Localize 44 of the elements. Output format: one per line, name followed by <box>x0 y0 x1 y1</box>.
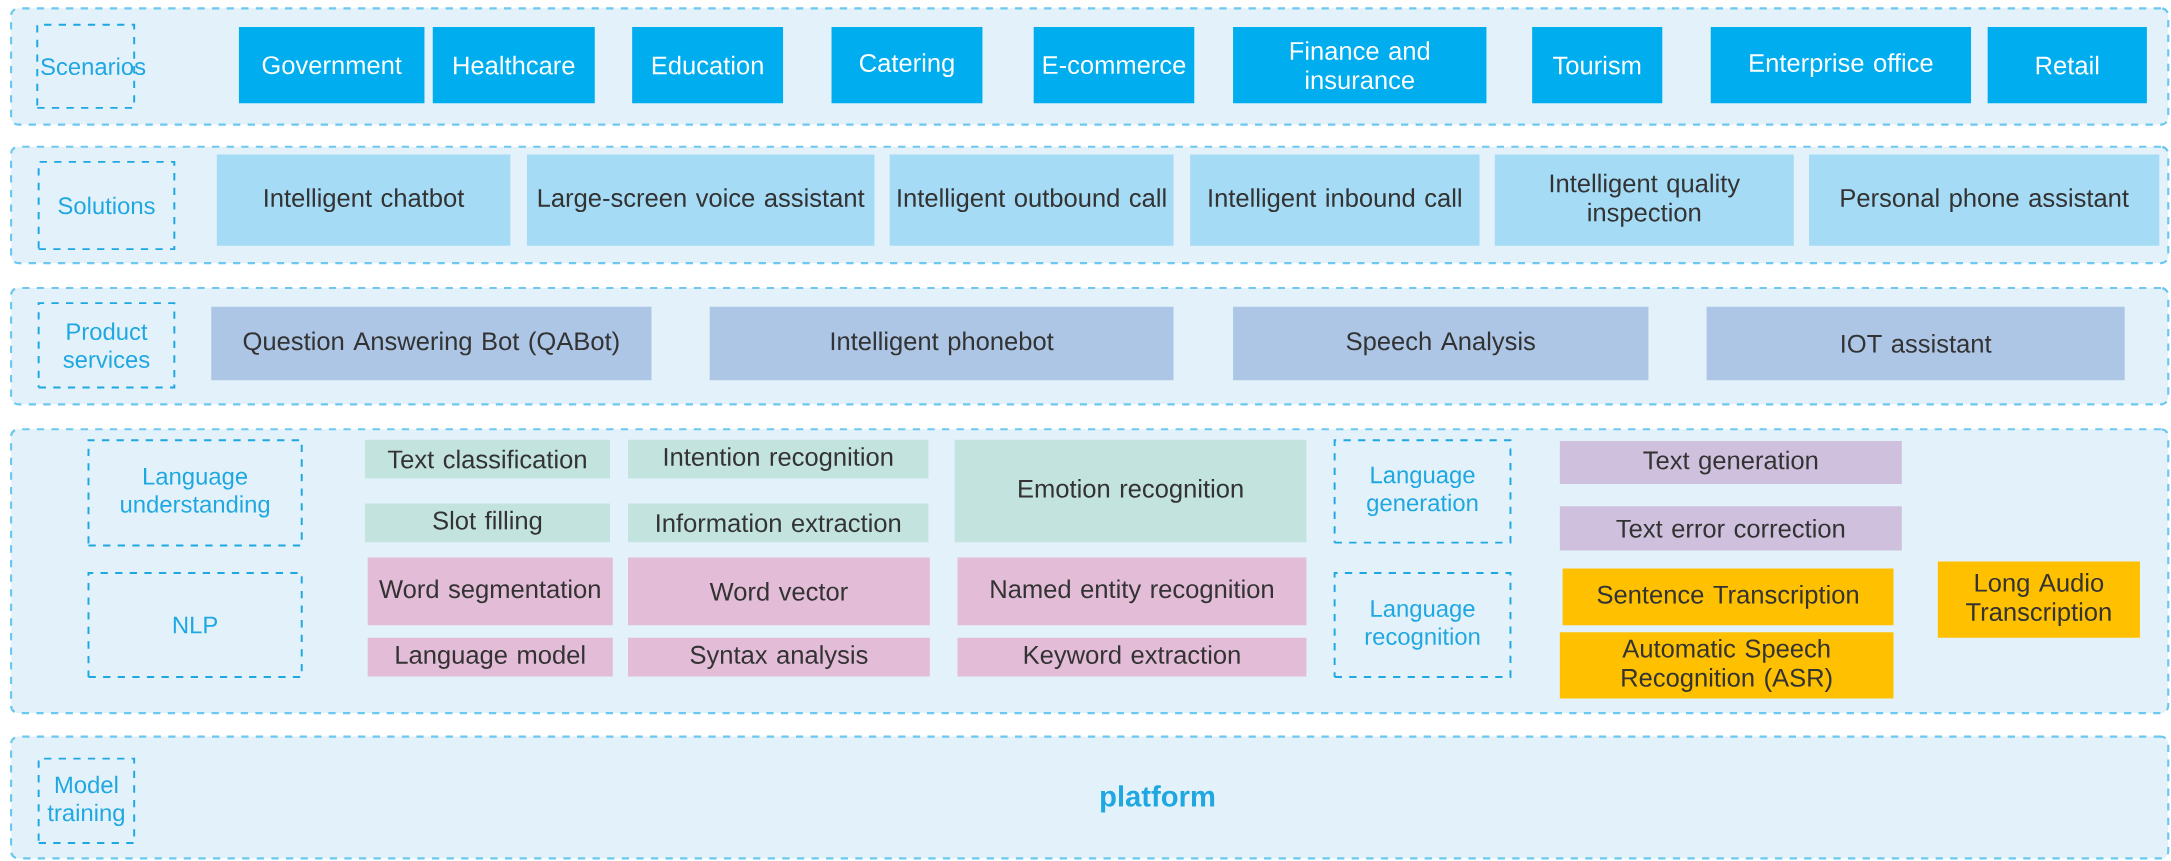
category-label-box: NLP <box>87 572 303 678</box>
solution-box: Intelligent outbound call <box>889 154 1174 246</box>
capability-box: Slot filling <box>364 503 610 543</box>
scenario-box: Finance and insurance <box>1233 27 1487 104</box>
capability-box: Syntax analysis <box>628 637 930 677</box>
solution-box: Personal phone assistant <box>1809 154 2160 246</box>
category-label-box: Model training <box>37 757 136 844</box>
service-box: IOT assistant <box>1706 306 2125 381</box>
platform-label: platform <box>1101 785 1215 813</box>
category-label-box: Language generation <box>1333 439 1512 544</box>
category-label-box: Solutions <box>37 160 176 250</box>
scenario-box: Education <box>632 27 784 104</box>
category-label-box: Language understanding <box>87 439 303 547</box>
capability-box: Keyword extraction <box>957 637 1307 677</box>
capability-box: Long Audio Transcription <box>1937 561 2140 638</box>
capability-box: Word vector <box>628 557 930 626</box>
scenario-box: Enterprise office <box>1710 27 1972 104</box>
service-box: Question Answering Bot (QABot) <box>211 306 652 381</box>
capability-box: Language model <box>367 637 613 677</box>
capability-box: Automatic Speech Recognition (ASR) <box>1559 632 1894 699</box>
solution-box: Intelligent inbound call <box>1190 154 1480 246</box>
solution-box: Intelligent chatbot <box>216 154 511 246</box>
capability-box: Text generation <box>1559 441 1902 484</box>
capability-box: Word segmentation <box>367 557 613 626</box>
capability-box: Named entity recognition <box>957 557 1307 626</box>
service-box: Speech Analysis <box>1233 306 1649 381</box>
capability-box: Text error correction <box>1559 506 1902 551</box>
capability-box: Text classification <box>364 439 610 479</box>
capability-box: Emotion recognition <box>954 439 1307 543</box>
scenario-box: E-commerce <box>1033 27 1195 104</box>
solution-box: Intelligent quality inspection <box>1494 154 1794 246</box>
service-box: Intelligent phonebot <box>709 306 1174 381</box>
category-label-box: Product services <box>37 302 176 389</box>
capability-box: Intention recognition <box>628 439 929 479</box>
capability-box: Information extraction <box>628 503 929 543</box>
scenario-box: Healthcare <box>432 27 595 104</box>
solution-box: Large-screen voice assistant <box>526 154 875 246</box>
scenario-box: Retail <box>1987 27 2147 104</box>
category-label-box: Language recognition <box>1333 572 1512 678</box>
scenario-box: Government <box>238 27 425 104</box>
scenario-box: Tourism <box>1532 27 1663 104</box>
category-label-box: Scenarios <box>36 23 146 109</box>
capability-box: Sentence Transcription <box>1562 568 1894 626</box>
scenario-box: Catering <box>831 27 983 104</box>
